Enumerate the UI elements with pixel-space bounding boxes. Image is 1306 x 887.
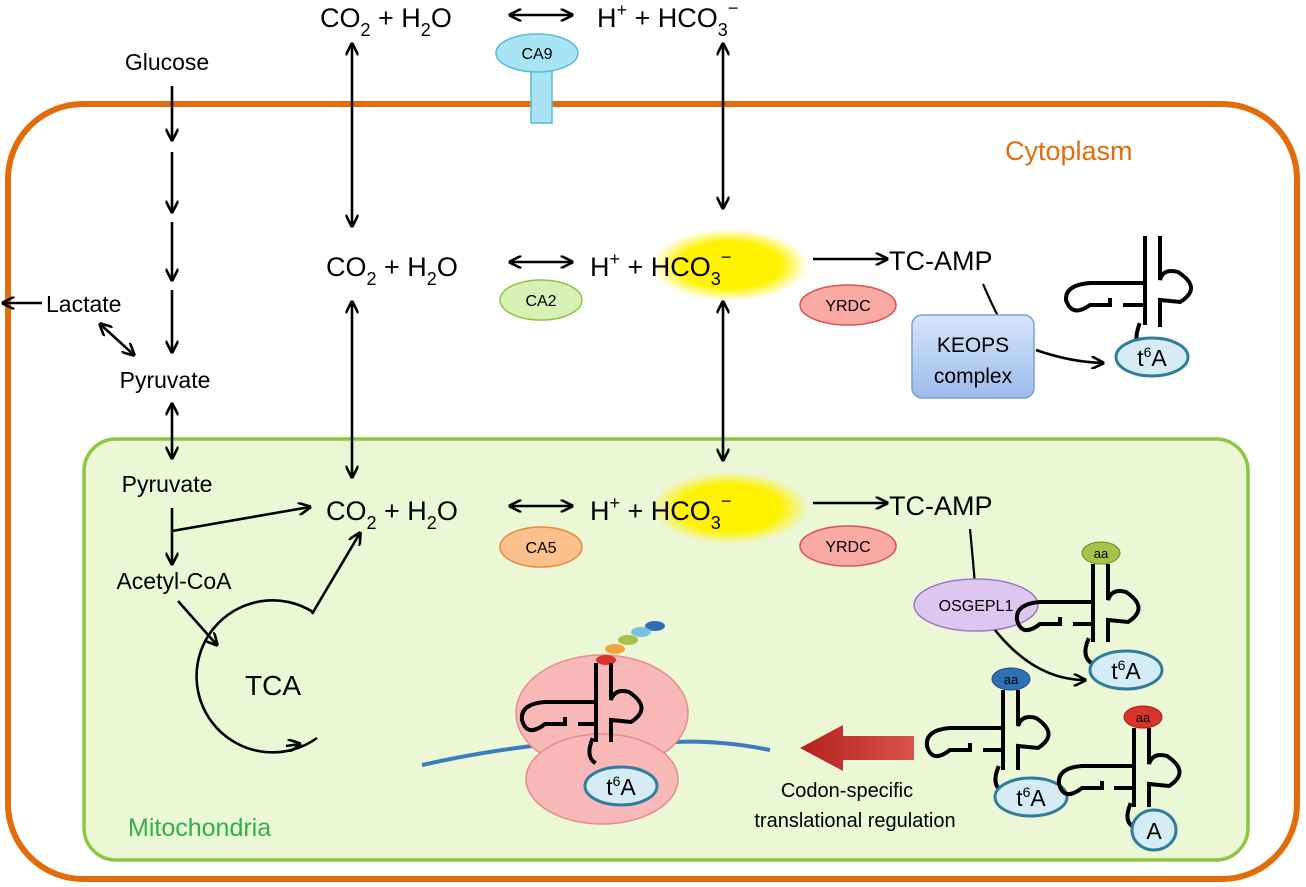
caption-line2: translational regulation [754, 810, 955, 832]
lactate-pyruvate-arrow [100, 324, 134, 355]
trna-mito-t6a-charged [1014, 564, 1141, 665]
t6a-badge-cyto [1114, 336, 1190, 378]
trna-cyto-t6a [1064, 236, 1193, 353]
svg-text:H+ + HCO3−: H+ + HCO3− [590, 491, 731, 533]
keops-to-trna-arrow [1035, 348, 1103, 363]
mitochondria-label: Mitochondria [128, 814, 271, 842]
peptide-bead-5 [596, 655, 616, 665]
t6a-badge-ribosome [583, 765, 659, 807]
osgepl1-label: OSGEPL1 [939, 598, 1014, 615]
tca-cycle-arrowhead [285, 744, 300, 746]
lactate-label: Lactate [46, 291, 121, 317]
t6a-badge-mito-1 [1088, 649, 1164, 691]
keops-complex-box [911, 314, 1035, 399]
pyruvate-mito-label: Pyruvate [122, 471, 213, 497]
t6a-label-cyto: t6A [1137, 344, 1167, 371]
mrna-strand [421, 739, 771, 767]
regulation-arrow [800, 725, 914, 771]
t6a-label-mito-2: t6A [1016, 784, 1046, 811]
acetylcoa-label: Acetyl-CoA [116, 568, 232, 594]
yrdc-mito-enzyme [799, 525, 897, 567]
mitochondria-membrane [82, 437, 1250, 862]
yrdc-mito-label: YRDC [825, 539, 870, 556]
glucose-label: Glucose [125, 49, 209, 75]
keops-label-line1: KEOPS [937, 334, 1009, 357]
ca5-enzyme [499, 526, 583, 568]
peptide-bead-1 [645, 621, 665, 631]
svg-text:H+ + HCO3−: H+ + HCO3− [597, 0, 738, 40]
trna-ribosome-t6a [519, 663, 644, 765]
yrdc-cyto-enzyme [799, 284, 897, 326]
ca2-enzyme [499, 279, 583, 321]
aa-label-green: aa [1094, 546, 1109, 561]
aa-label-red: aa [1136, 710, 1151, 725]
osgepl1-enzyme [913, 578, 1039, 632]
hco3-mito-highlight [652, 472, 808, 544]
ca2-label: CA2 [525, 293, 556, 310]
yrdc-cyto-label: YRDC [825, 298, 870, 315]
svg-text:H+ + HCO3−: H+ + HCO3− [590, 247, 731, 289]
aa-bead-red [1123, 705, 1163, 729]
a-badge-unmodified [1130, 808, 1178, 852]
t6a-badge-mito-2 [993, 776, 1069, 818]
ca9-enzyme [495, 33, 579, 73]
keops-label-line2: complex [934, 365, 1013, 388]
pyruvate-to-co2-arrow [171, 507, 310, 533]
ca5-label: CA5 [525, 540, 556, 557]
peptide-bead-2 [631, 627, 651, 637]
extracellular-equation: CO2 + H2O H+ + HCO3− [320, 0, 738, 40]
cytoplasm-membrane [5, 101, 1300, 882]
aa-bead-green [1081, 541, 1121, 565]
pyruvate-cyto-label: Pyruvate [120, 367, 211, 393]
tcamp-cyto-label: TC-AMP [889, 246, 993, 276]
svg-text:CO2 + H2O: CO2 + H2O [326, 496, 458, 533]
tca-to-co2-arrow [310, 533, 360, 615]
t6a-label-ribosome: t6A [606, 773, 636, 800]
cytoplasm-label: Cytoplasm [1005, 136, 1133, 166]
caption-line1: Codon-specific [781, 780, 913, 802]
peptide-bead-4 [605, 644, 625, 654]
svg-text:CO2 + H2O: CO2 + H2O [320, 3, 452, 40]
osgepl1-to-trna-arrow [993, 629, 1085, 680]
ca9-stalk [530, 69, 553, 124]
t6a-label-mito-1: t6A [1111, 657, 1141, 684]
trna-mito-unmodified [1056, 728, 1182, 829]
a-label-unmodified: A [1146, 818, 1162, 844]
tca-label: TCA [245, 670, 301, 701]
cytoplasm-equation: CO2 + H2O H+ + HCO3− [326, 247, 731, 289]
peptide-bead-3 [618, 635, 638, 645]
acetylcoa-to-tca-arrow [177, 600, 217, 645]
hco3-cyto-highlight [652, 229, 808, 301]
aa-label-blue: aa [1004, 672, 1019, 687]
tca-cycle [195, 599, 318, 754]
tcamp-mito-label: TC-AMP [889, 491, 993, 521]
mitochondria-equation: CO2 + H2O H+ + HCO3− [326, 491, 731, 533]
svg-text:CO2 + H2O: CO2 + H2O [326, 252, 458, 289]
ca9-label: CA9 [521, 46, 552, 63]
aa-bead-blue [991, 667, 1031, 691]
